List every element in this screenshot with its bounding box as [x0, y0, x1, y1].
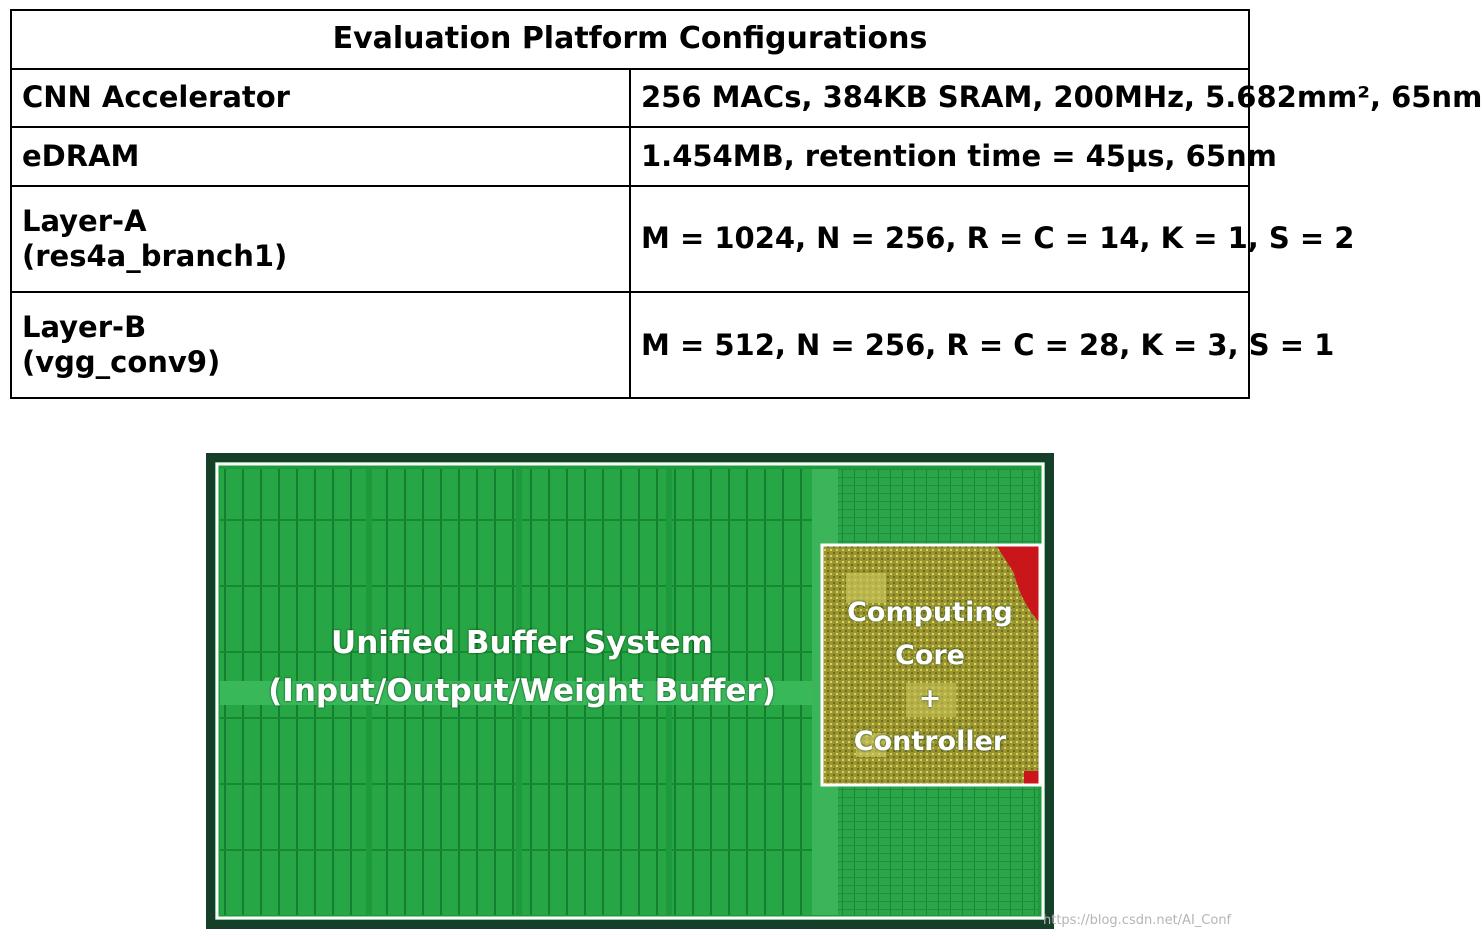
table-row: Layer-B (vgg_conv9) M = 512, N = 256, R … [10, 290, 1334, 400]
core-label-line: Core [895, 640, 965, 671]
core-label-line: Computing [847, 597, 1013, 628]
chip-layout-graphic [215, 462, 1045, 920]
buffer-label: Unified Buffer System (Input/Output/Weig… [252, 619, 792, 715]
buffer-label-line: Unified Buffer System [331, 625, 713, 661]
chip-die-photo: Unified Buffer System (Input/Output/Weig… [206, 453, 1054, 929]
buffer-label-line: (Input/Output/Weight Buffer) [268, 673, 776, 709]
core-label-line: + [918, 683, 942, 714]
table-row: Layer-A (res4a_branch1) M = 1024, N = 25… [10, 184, 1354, 293]
core-label: Computing Core + Controller [818, 591, 1042, 763]
row-value: 1.454MB, retention time = 45μs, 65nm [629, 126, 1277, 187]
table-row: CNN Accelerator 256 MACs, 384KB SRAM, 20… [10, 67, 1482, 129]
row-label: eDRAM [10, 126, 631, 187]
config-table: Evaluation Platform Configurations CNN A… [10, 9, 1482, 400]
table-title: Evaluation Platform Configurations [10, 9, 1250, 70]
computing-core-region [820, 543, 1042, 787]
row-value: 256 MACs, 384KB SRAM, 200MHz, 5.682mm², … [629, 67, 1482, 129]
row-value: M = 1024, N = 256, R = C = 14, K = 1, S … [629, 184, 1354, 293]
row-label: Layer-B (vgg_conv9) [10, 290, 631, 400]
watermark: https://blog.csdn.net/AI_Conf [1043, 913, 1232, 928]
row-label: CNN Accelerator [10, 67, 631, 129]
table-row: eDRAM 1.454MB, retention time = 45μs, 65… [10, 126, 1277, 187]
core-label-line: Controller [853, 726, 1007, 757]
row-value: M = 512, N = 256, R = C = 28, K = 3, S =… [629, 290, 1334, 400]
row-label: Layer-A (res4a_branch1) [10, 184, 631, 293]
buffer-blocks [220, 469, 1038, 915]
